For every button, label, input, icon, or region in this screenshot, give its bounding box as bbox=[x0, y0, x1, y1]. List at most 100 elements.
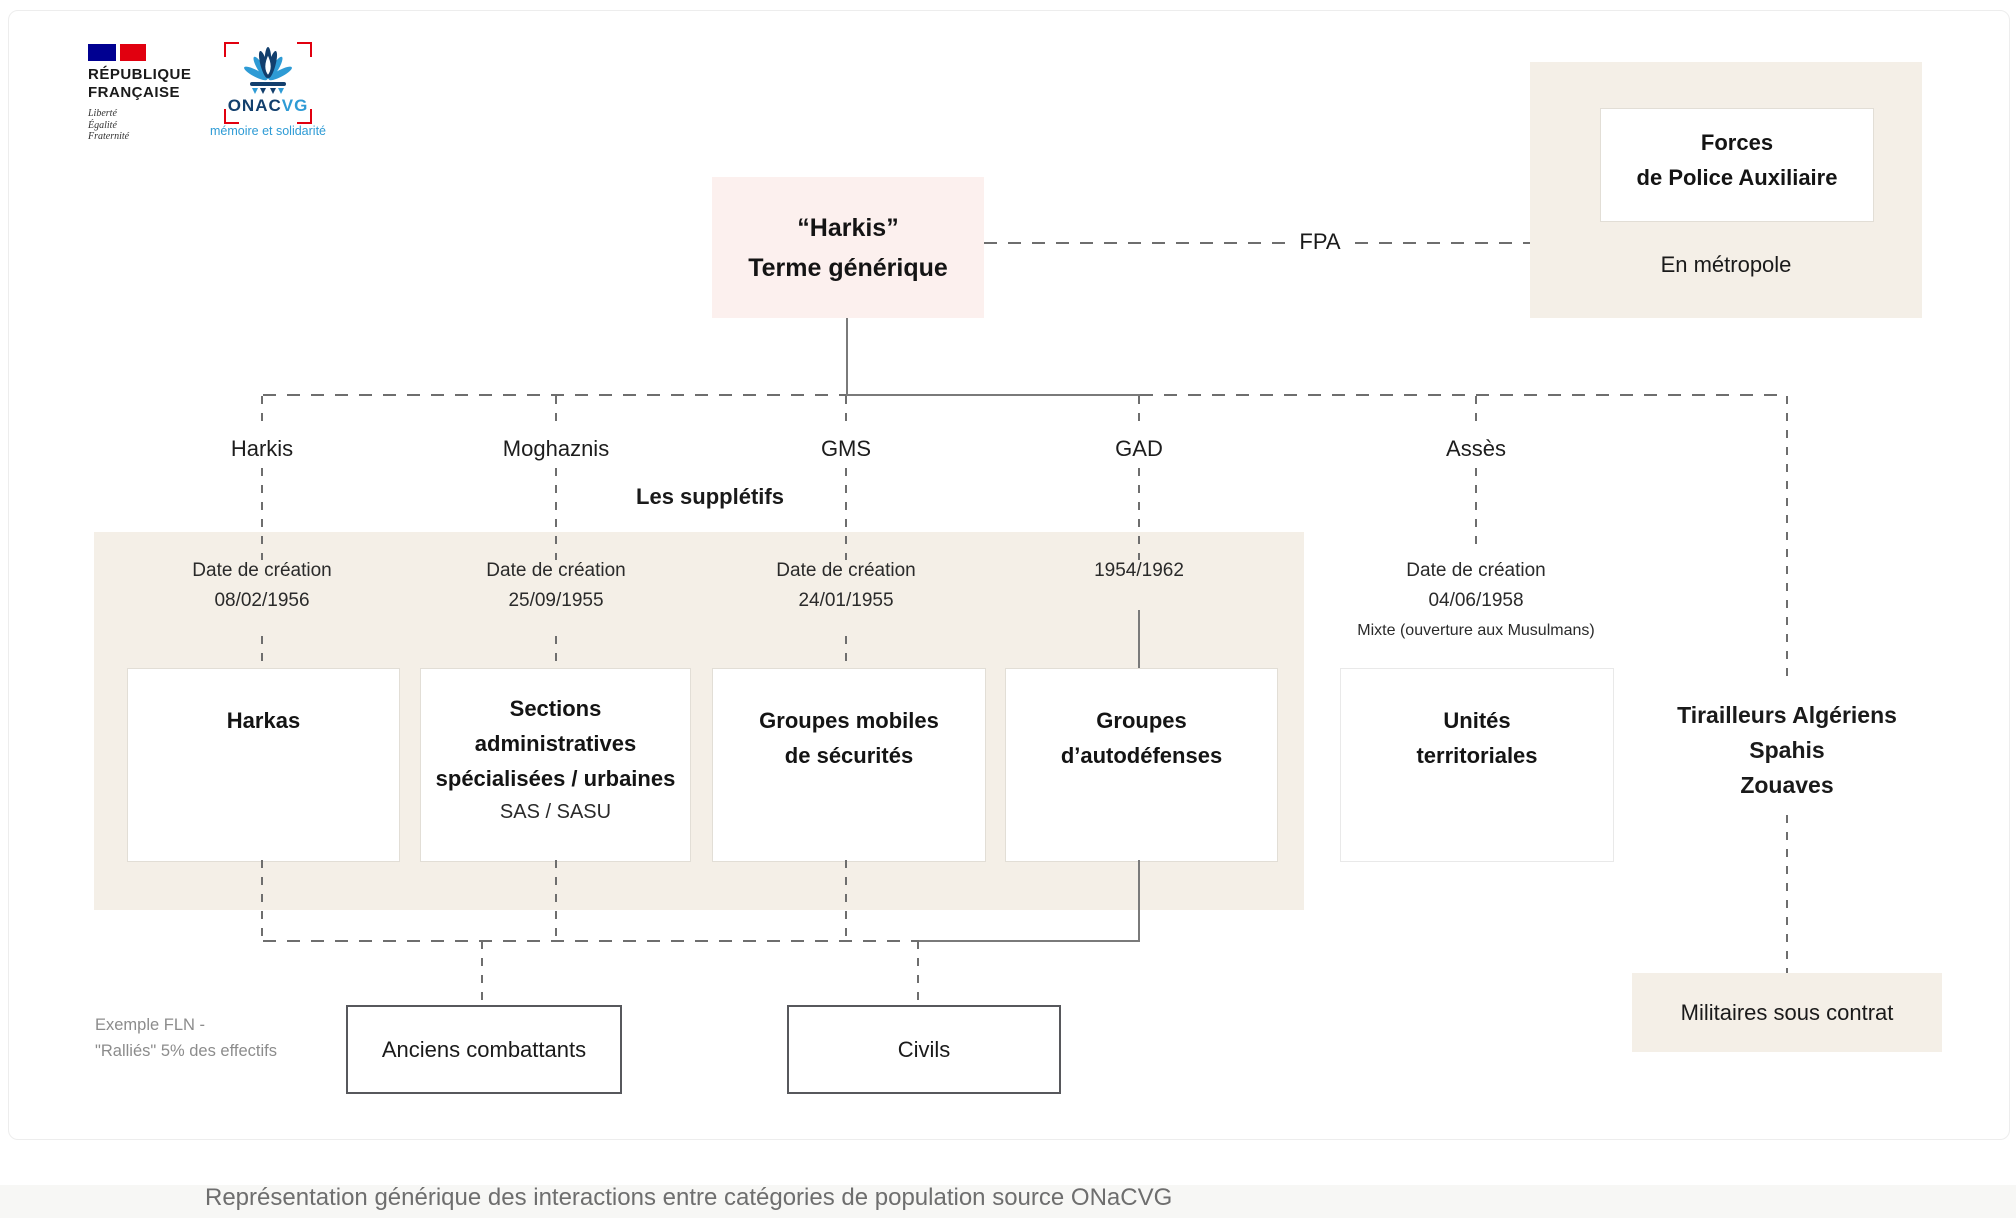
col-moghaznis-line bbox=[555, 396, 557, 428]
col-gad-date: 1954/1962 bbox=[1094, 560, 1184, 581]
flag-blue-block bbox=[88, 44, 116, 61]
unit-box-line: d’autodéfenses bbox=[1060, 743, 1223, 768]
onacvg-name-primary: ONAC bbox=[227, 96, 282, 115]
top-rail-right bbox=[1140, 394, 1788, 396]
bottom-rail-dashed bbox=[263, 940, 919, 942]
rf-motto-3: Fraternité bbox=[88, 131, 130, 142]
col-asses-date: 04/06/1958 bbox=[1428, 590, 1524, 611]
col-gad-solid-line bbox=[1138, 610, 1140, 668]
onacvg-name-secondary: VG bbox=[281, 96, 309, 115]
root-term-line2: Terme générique bbox=[748, 253, 948, 282]
right-column-name: Zouaves bbox=[1740, 772, 1834, 798]
right-column-name: Spahis bbox=[1749, 737, 1825, 763]
unit-box-line: Sections bbox=[509, 696, 602, 721]
example-note: Exemple FLN - "Ralliés" 5% des effectifs bbox=[95, 1012, 277, 1064]
rf-logo-text: RÉPUBLIQUE FRANÇAISE bbox=[88, 66, 191, 102]
root-connector bbox=[846, 318, 848, 395]
bracket-corner-icon bbox=[297, 109, 312, 124]
republique-francaise-logo: RÉPUBLIQUE FRANÇAISE Liberté Égalité Fra… bbox=[88, 44, 191, 143]
rf-line2: FRANÇAISE bbox=[88, 84, 181, 101]
militaires-box-label: Militaires sous contrat bbox=[1680, 999, 1894, 1025]
col-gms-line bbox=[845, 636, 847, 668]
civils-box: Civils bbox=[787, 1005, 1061, 1094]
onacvg-wordmark: ONACVG bbox=[222, 96, 314, 116]
militaires-box: Militaires sous contrat bbox=[1632, 973, 1942, 1052]
unit-box-line: de sécurités bbox=[784, 743, 914, 768]
rf-motto-1: Liberté bbox=[88, 108, 117, 119]
unit-box-line: Groupes mobiles bbox=[759, 708, 939, 733]
col-moghaznis-date: 25/09/1955 bbox=[508, 590, 604, 611]
col-gms-line bbox=[845, 396, 847, 428]
col-asses-unit-box: Unités territoriales bbox=[1340, 668, 1614, 862]
top-rail-solid bbox=[846, 394, 1140, 396]
right-column-name: Tirailleurs Algériens bbox=[1677, 702, 1897, 728]
unit-box-line: territoriales bbox=[1416, 743, 1538, 768]
col-gad-unit-box: Groupes d’autodéfenses bbox=[1005, 668, 1278, 862]
col-asses-note: Mixte (ouverture aux Musulmans) bbox=[1357, 622, 1595, 639]
col-gad-line bbox=[1138, 396, 1140, 428]
col-gms-date: 24/01/1955 bbox=[798, 590, 894, 611]
fpa-box-line2: de Police Auxiliaire bbox=[1636, 165, 1838, 190]
right-column-names: Tirailleurs Algériens Spahis Zouaves bbox=[1677, 698, 1897, 803]
onacvg-logo: ONACVG mémoire et solidarité bbox=[210, 38, 326, 142]
top-rail-left bbox=[263, 394, 846, 396]
fpa-link-right bbox=[1355, 242, 1530, 244]
rf-motto: Liberté Égalité Fraternité bbox=[88, 108, 191, 143]
col-moghaznis-label: Moghaznis bbox=[502, 436, 610, 461]
bottom-rail-solid bbox=[919, 940, 1140, 942]
root-term-box: “Harkis” Terme générique bbox=[712, 177, 984, 318]
col-gms-label: GMS bbox=[820, 436, 872, 461]
fpa-link-label: FPA bbox=[1285, 229, 1355, 255]
col-asses-label: Assès bbox=[1446, 436, 1506, 461]
col-gms-date-title: Date de création bbox=[776, 560, 916, 581]
example-note-line2: "Ralliés" 5% des effectifs bbox=[95, 1042, 277, 1060]
civils-label: Civils bbox=[897, 1036, 951, 1062]
bracket-corner-icon bbox=[224, 42, 239, 57]
unit-box-line: Groupes bbox=[1096, 708, 1187, 733]
col-asses-line bbox=[1475, 396, 1477, 428]
caption-text: Représentation générique des interaction… bbox=[205, 1184, 1173, 1211]
civils-drop-line bbox=[917, 941, 919, 1005]
fpa-box: Forces de Police Auxiliaire bbox=[1600, 108, 1874, 222]
fpa-subtitle: En métropole bbox=[1660, 252, 1792, 277]
unit-box-subline: SAS / SASU bbox=[499, 801, 612, 823]
col-gad-line bbox=[1138, 468, 1140, 560]
onacvg-emblem-icon bbox=[244, 47, 292, 94]
flag-red-block bbox=[120, 44, 146, 61]
root-term-line1: “Harkis” bbox=[797, 213, 899, 242]
example-note-line1: Exemple FLN - bbox=[95, 1016, 206, 1034]
col-asses-line bbox=[1475, 468, 1477, 550]
col-gms-unit-box: Groupes mobiles de sécurités bbox=[712, 668, 986, 862]
fpa-box-line1: Forces bbox=[1700, 130, 1774, 155]
right-column-line-bottom bbox=[1786, 815, 1788, 973]
col-moghaznis-date-title: Date de création bbox=[486, 560, 626, 581]
col-moghaznis-line bbox=[555, 468, 557, 560]
bracket-corner-icon bbox=[297, 42, 312, 57]
unit-box-line: spécialisées / urbaines bbox=[435, 766, 676, 791]
col-gad-label: GAD bbox=[1115, 436, 1163, 461]
anciens-combattants-label: Anciens combattants bbox=[381, 1036, 587, 1062]
col-harkis-date: 08/02/1956 bbox=[214, 590, 310, 611]
anciens-combattants-box: Anciens combattants bbox=[346, 1005, 622, 1094]
col-moghaznis-line-bottom bbox=[555, 860, 557, 941]
caption-strip bbox=[0, 1185, 2016, 1218]
col-gms-line bbox=[845, 468, 847, 560]
col-harkis-line-bottom bbox=[261, 860, 263, 941]
col-harkis-line bbox=[261, 468, 263, 560]
col-harkis-unit-box: Harkas bbox=[127, 668, 400, 862]
onacvg-tagline: mémoire et solidarité bbox=[209, 124, 326, 138]
unit-box-line: Harkas bbox=[226, 708, 301, 733]
rf-motto-2: Égalité bbox=[88, 119, 117, 131]
col-gms-line-bottom bbox=[845, 860, 847, 941]
col-harkis-label: Harkis bbox=[230, 436, 294, 461]
col-harkis-date-title: Date de création bbox=[192, 560, 332, 581]
col-moghaznis-unit-box: Sections administratives spécialisées / … bbox=[420, 668, 691, 862]
col-moghaznis-line bbox=[555, 636, 557, 668]
bracket-corner-icon bbox=[224, 109, 239, 124]
right-column-line-top bbox=[1786, 396, 1788, 683]
group-label: Les supplétifs bbox=[636, 484, 784, 509]
rf-line1: RÉPUBLIQUE bbox=[88, 66, 192, 83]
col-asses-date-title: Date de création bbox=[1406, 560, 1546, 581]
french-flag-icon bbox=[88, 44, 191, 61]
